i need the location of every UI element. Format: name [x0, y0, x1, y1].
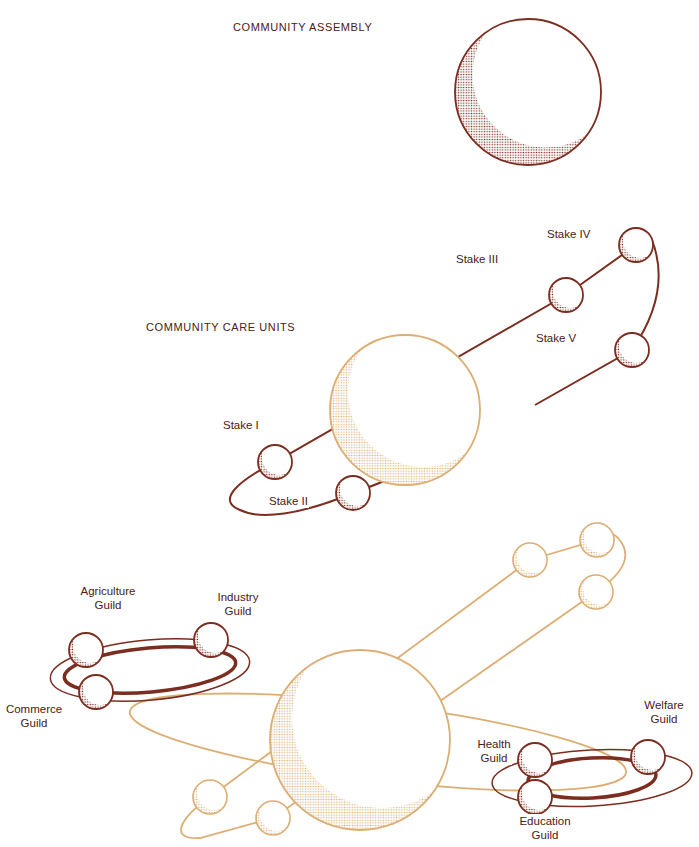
sphere-label: Stake V	[535, 331, 577, 345]
orbit-sphere: Industry Guild	[194, 623, 228, 657]
sphere-outline	[515, 740, 555, 780]
sphere-outline	[546, 275, 586, 315]
sphere-label: Stake I	[222, 418, 260, 432]
tan-sphere	[513, 539, 551, 577]
sphere-label: Stake II	[268, 494, 309, 508]
planet-sphere: COMMUNITY CARE UNITS	[330, 335, 480, 485]
tan-sphere	[580, 519, 618, 557]
orbit-sphere: Agriculture Guild	[69, 633, 103, 667]
sphere-label: Commerce Guild	[5, 702, 63, 730]
orbit-sphere: Stake III	[549, 278, 583, 312]
sphere-outline	[333, 473, 373, 513]
sphere-outline	[191, 620, 231, 660]
sphere-outline	[628, 737, 668, 777]
planet-sphere: COMMUNITY ASSEMBLY	[455, 19, 601, 165]
orbit-sphere: Stake IV	[619, 228, 653, 262]
sphere-label: Health Guild	[476, 737, 511, 765]
sphere-outline	[66, 630, 106, 670]
sphere-label: Industry Guild	[217, 590, 260, 618]
sphere-label: Education Guild	[518, 814, 571, 842]
tan-sphere	[256, 797, 294, 835]
orbit-sphere: Health Guild	[518, 743, 552, 777]
orbit-sphere: Welfare Guild	[631, 740, 665, 774]
stake-orbit	[230, 236, 659, 515]
sphere-outline	[515, 777, 555, 817]
orbit-sphere: Stake I	[258, 445, 292, 479]
sphere-outline	[452, 16, 604, 168]
tan-sphere	[193, 776, 231, 814]
tier-label: COMMUNITY ASSEMBLY	[232, 20, 373, 34]
sphere-label: Stake IV	[546, 227, 591, 241]
tan-sphere	[579, 571, 617, 609]
guild-sphere-large	[270, 628, 472, 830]
sphere-outline	[255, 442, 295, 482]
sphere-label: Stake III	[455, 252, 499, 266]
sphere-outline	[616, 225, 656, 265]
orbit-sphere: Education Guild	[518, 780, 552, 814]
orbit-sphere: Commerce Guild	[79, 675, 113, 709]
sphere-outline	[612, 330, 652, 370]
sphere-outline	[76, 672, 116, 712]
sphere-label: Welfare Guild	[643, 698, 684, 726]
sphere-outline	[327, 332, 483, 488]
sphere-label: Agriculture Guild	[80, 584, 137, 612]
orbit-sphere: Stake V	[615, 333, 649, 367]
guild-orbit-tilted	[181, 533, 625, 838]
orbit-sphere: Stake II	[336, 476, 370, 510]
tier-label: COMMUNITY CARE UNITS	[145, 320, 296, 334]
